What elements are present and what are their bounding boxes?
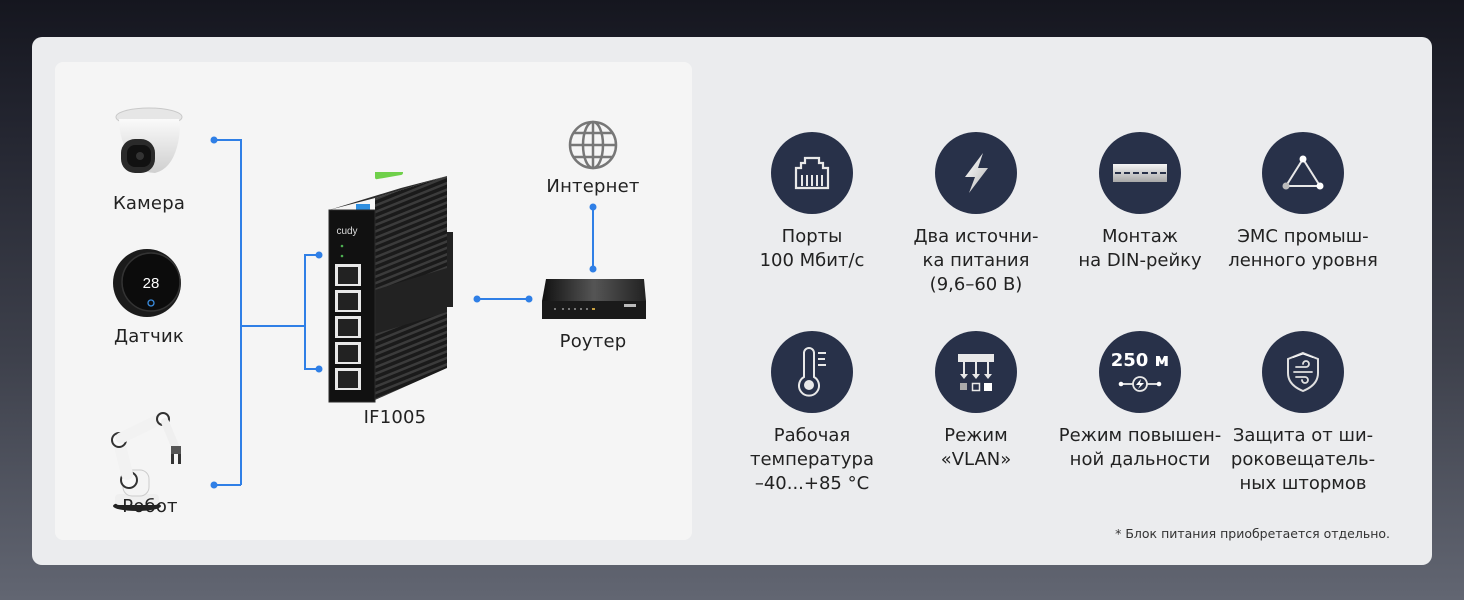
feature-ports: Порты 100 Мбит/с — [722, 132, 902, 273]
shield-storm-icon — [1262, 331, 1344, 413]
feature-din-rail: Монтаж на DIN-рейку — [1050, 132, 1230, 273]
link-bus-vertical — [240, 139, 242, 485]
ethernet-port-icon — [771, 132, 853, 214]
sensor-label: Датчик — [114, 326, 184, 347]
internet-label: Интернет — [546, 176, 640, 197]
link-dot-router-left — [525, 295, 533, 303]
feature-vlan-text: Режим «VLAN» — [940, 425, 1012, 470]
camera-icon — [115, 107, 183, 173]
link-switch-router — [477, 298, 529, 300]
feature-storm-protection: Защита от ши- роковещатель- ных штормов — [1213, 331, 1393, 496]
link-bus-to-switch — [241, 325, 305, 327]
feature-din-rail-text: Монтаж на DIN-рейку — [1078, 226, 1202, 271]
feature-temperature: Рабочая температура –40...+85 °C — [722, 331, 902, 496]
thermostat-reading: 28 — [143, 275, 160, 292]
din-rail-icon — [1099, 132, 1181, 214]
long-range-badge: 250 м — [1110, 350, 1170, 371]
camera-label: Камера — [112, 193, 186, 214]
feature-emc: ЭМС промыш- ленного уровня — [1213, 132, 1393, 273]
feature-vlan: Режим «VLAN» — [886, 331, 1066, 472]
robot-arm-icon — [111, 412, 181, 511]
thermometer-icon — [771, 331, 853, 413]
feature-dual-power-text: Два источни- ка питания (9,6–60 В) — [913, 226, 1039, 295]
footnote: * Блок питания приобретается отдельно. — [1115, 526, 1390, 541]
thermostat-icon: 28 — [113, 249, 181, 317]
lightning-icon — [935, 132, 1017, 214]
router-label: Роутер — [559, 331, 627, 352]
link-dot-switch-bottom — [315, 365, 323, 373]
switch-brand-logo: cudy — [336, 226, 357, 237]
network-diagram: Камера 28 Датчик Робот — [55, 62, 692, 540]
link-switch-bottom — [304, 368, 318, 370]
link-dot-router-top — [589, 265, 597, 273]
feature-ports-text: Порты 100 Мбит/с — [759, 226, 865, 271]
vlan-icon — [935, 331, 1017, 413]
link-camera — [214, 139, 241, 141]
link-internet-router — [592, 207, 594, 269]
link-switch-vertical — [304, 254, 306, 370]
feature-storm-protection-text: Защита от ши- роковещатель- ных штормов — [1230, 425, 1376, 494]
feature-dual-power: Два источни- ка питания (9,6–60 В) — [886, 132, 1066, 297]
triangle-nodes-icon — [1262, 132, 1344, 214]
link-switch-top — [304, 254, 318, 256]
feature-temperature-text: Рабочая температура –40...+85 °C — [749, 425, 875, 494]
feature-card: Камера 28 Датчик Робот — [32, 37, 1432, 565]
globe-icon — [568, 120, 618, 170]
switch-model-label: IF1005 — [363, 407, 427, 428]
feature-long-range-text: Режим повышен- ной дальности — [1058, 425, 1222, 470]
switch-device: cudy — [328, 172, 453, 403]
link-dot-switch-top — [315, 251, 323, 259]
robot-label: Робот — [122, 496, 178, 517]
link-robot — [214, 484, 241, 486]
long-range-icon: 250 м — [1099, 331, 1181, 413]
feature-long-range: 250 м Режим повышен- ной дальности — [1050, 331, 1230, 472]
feature-emc-text: ЭМС промыш- ленного уровня — [1228, 226, 1378, 271]
router-device — [542, 279, 646, 319]
